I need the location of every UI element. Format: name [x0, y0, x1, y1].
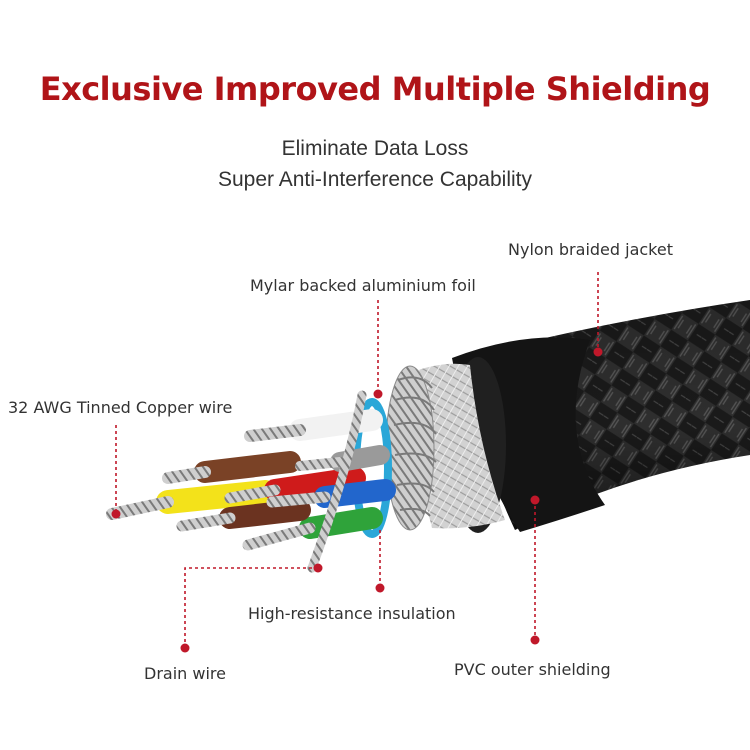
label-nylon-braided-jacket: Nylon braided jacket [508, 240, 673, 259]
label-mylar-foil: Mylar backed aluminium foil [250, 276, 476, 295]
drain-wire [307, 390, 367, 573]
label-insulation: High-resistance insulation [248, 604, 456, 623]
pointer-drain [184, 567, 318, 648]
copper-strands [106, 424, 345, 551]
subtitle-interference: Super Anti-Interference Capability [217, 168, 532, 191]
subtitle-data-loss: Eliminate Data Loss [281, 137, 469, 160]
label-pvc-shielding: PVC outer shielding [454, 660, 611, 679]
page-title: Exclusive Improved Multiple Shielding [39, 70, 711, 108]
braid-shield [385, 365, 435, 531]
label-copper-wire: 32 AWG Tinned Copper wire [8, 398, 233, 417]
label-drain-wire: Drain wire [144, 664, 226, 683]
